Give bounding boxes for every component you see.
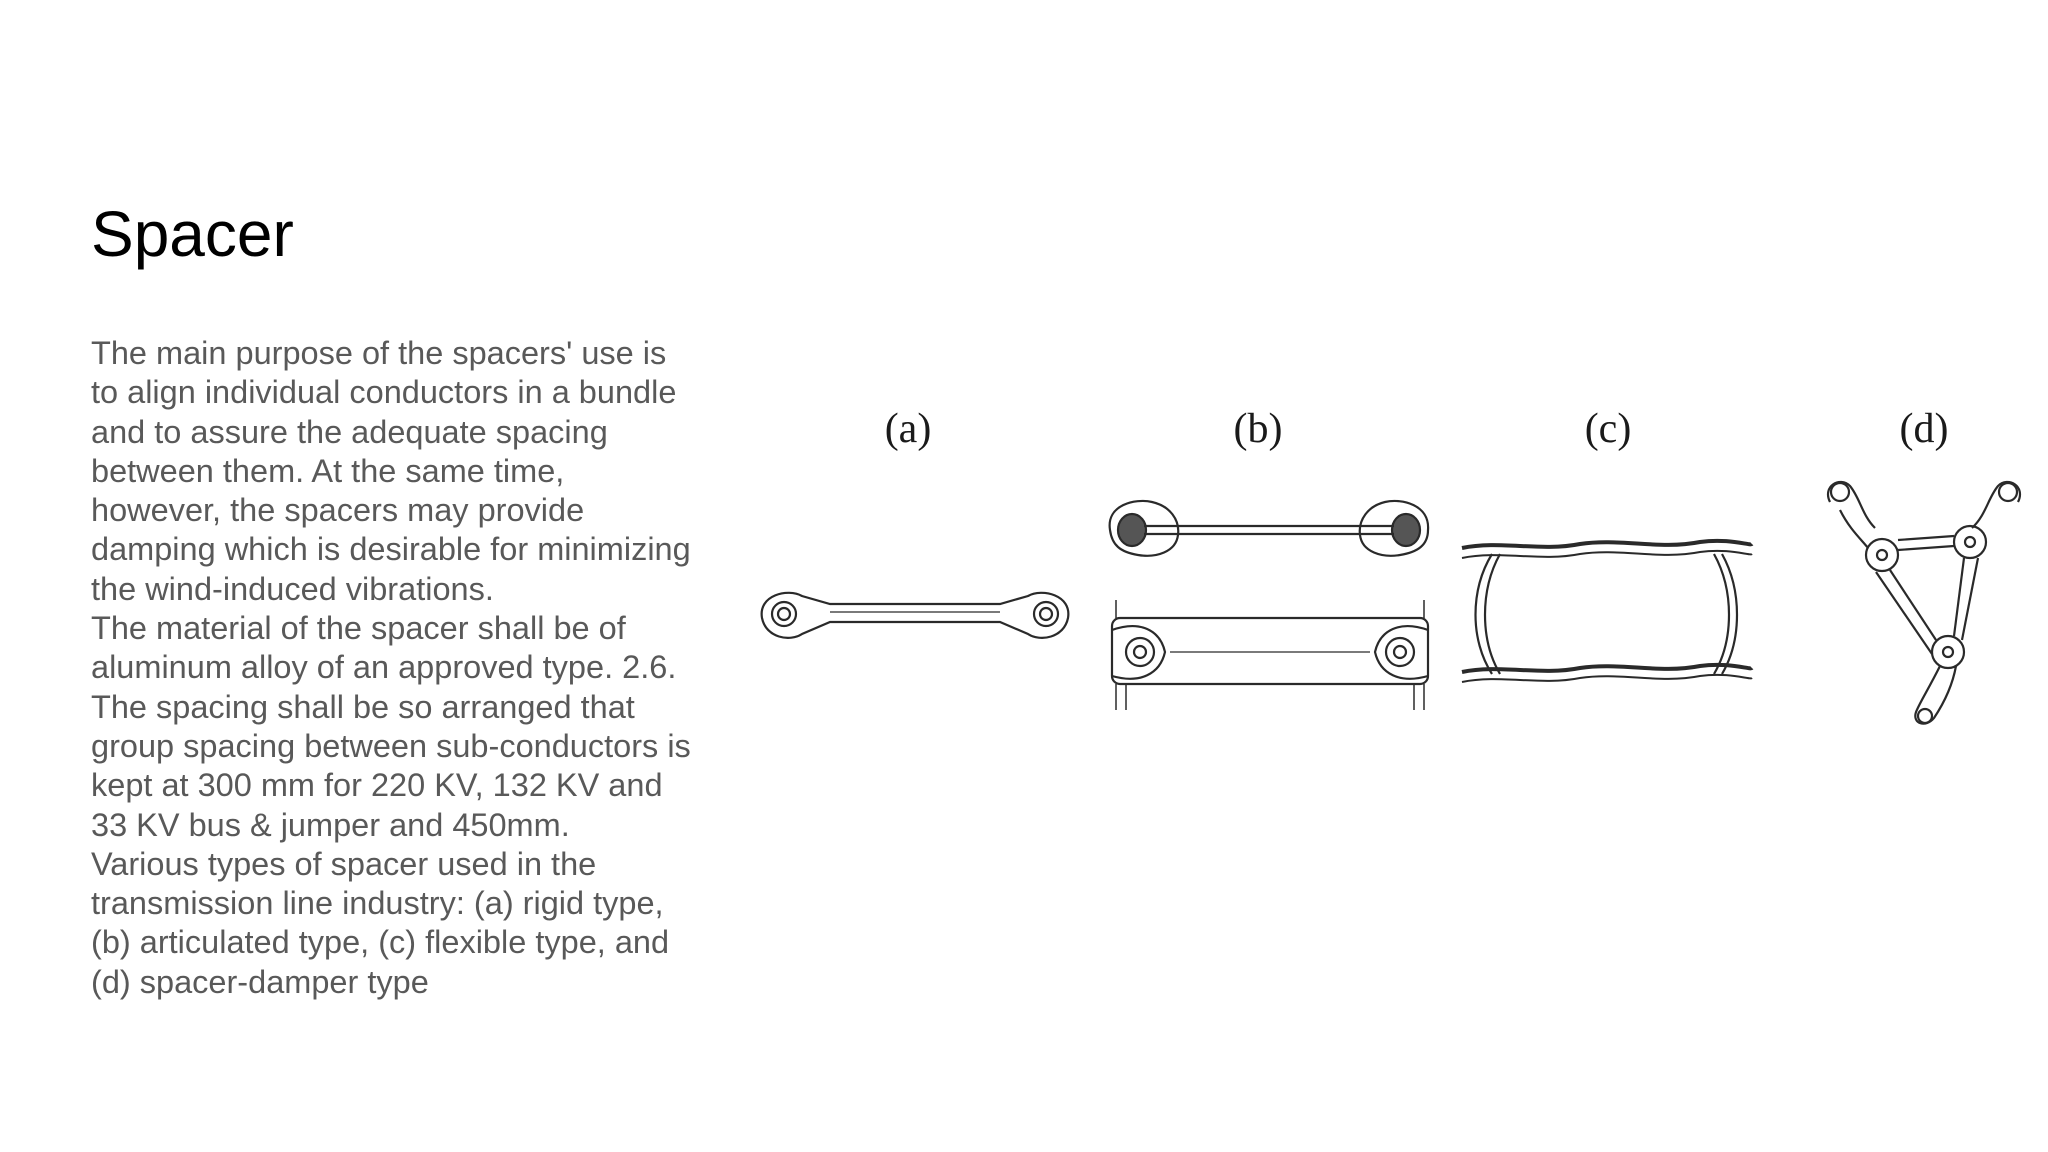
- body-paragraph-purpose: The main purpose of the spacers' use is …: [91, 335, 691, 607]
- panel-label-d: (d): [1900, 406, 1949, 452]
- flexible-spacer-drawing: [1461, 538, 1754, 683]
- body-paragraph-types: Various types of spacer used in the tran…: [91, 845, 670, 1000]
- slide-body-text: The main purpose of the spacers' use is …: [91, 334, 691, 1002]
- rigid-spacer-drawing: [760, 591, 1070, 639]
- panel-label-c: (c): [1585, 406, 1632, 452]
- panel-label-a: (a): [885, 406, 932, 452]
- panel-label-b: (b): [1234, 406, 1283, 452]
- body-paragraph-material: The material of the spacer shall be of a…: [91, 610, 691, 843]
- spacer-types-figure: (a) (b) (c) (d): [740, 390, 2030, 760]
- spacer-damper-drawing: [1827, 480, 2021, 725]
- slide-title: Spacer: [91, 198, 294, 270]
- spacer-types-diagram: (a) (b) (c) (d): [760, 406, 2021, 725]
- articulated-spacer-drawing: [1108, 499, 1430, 710]
